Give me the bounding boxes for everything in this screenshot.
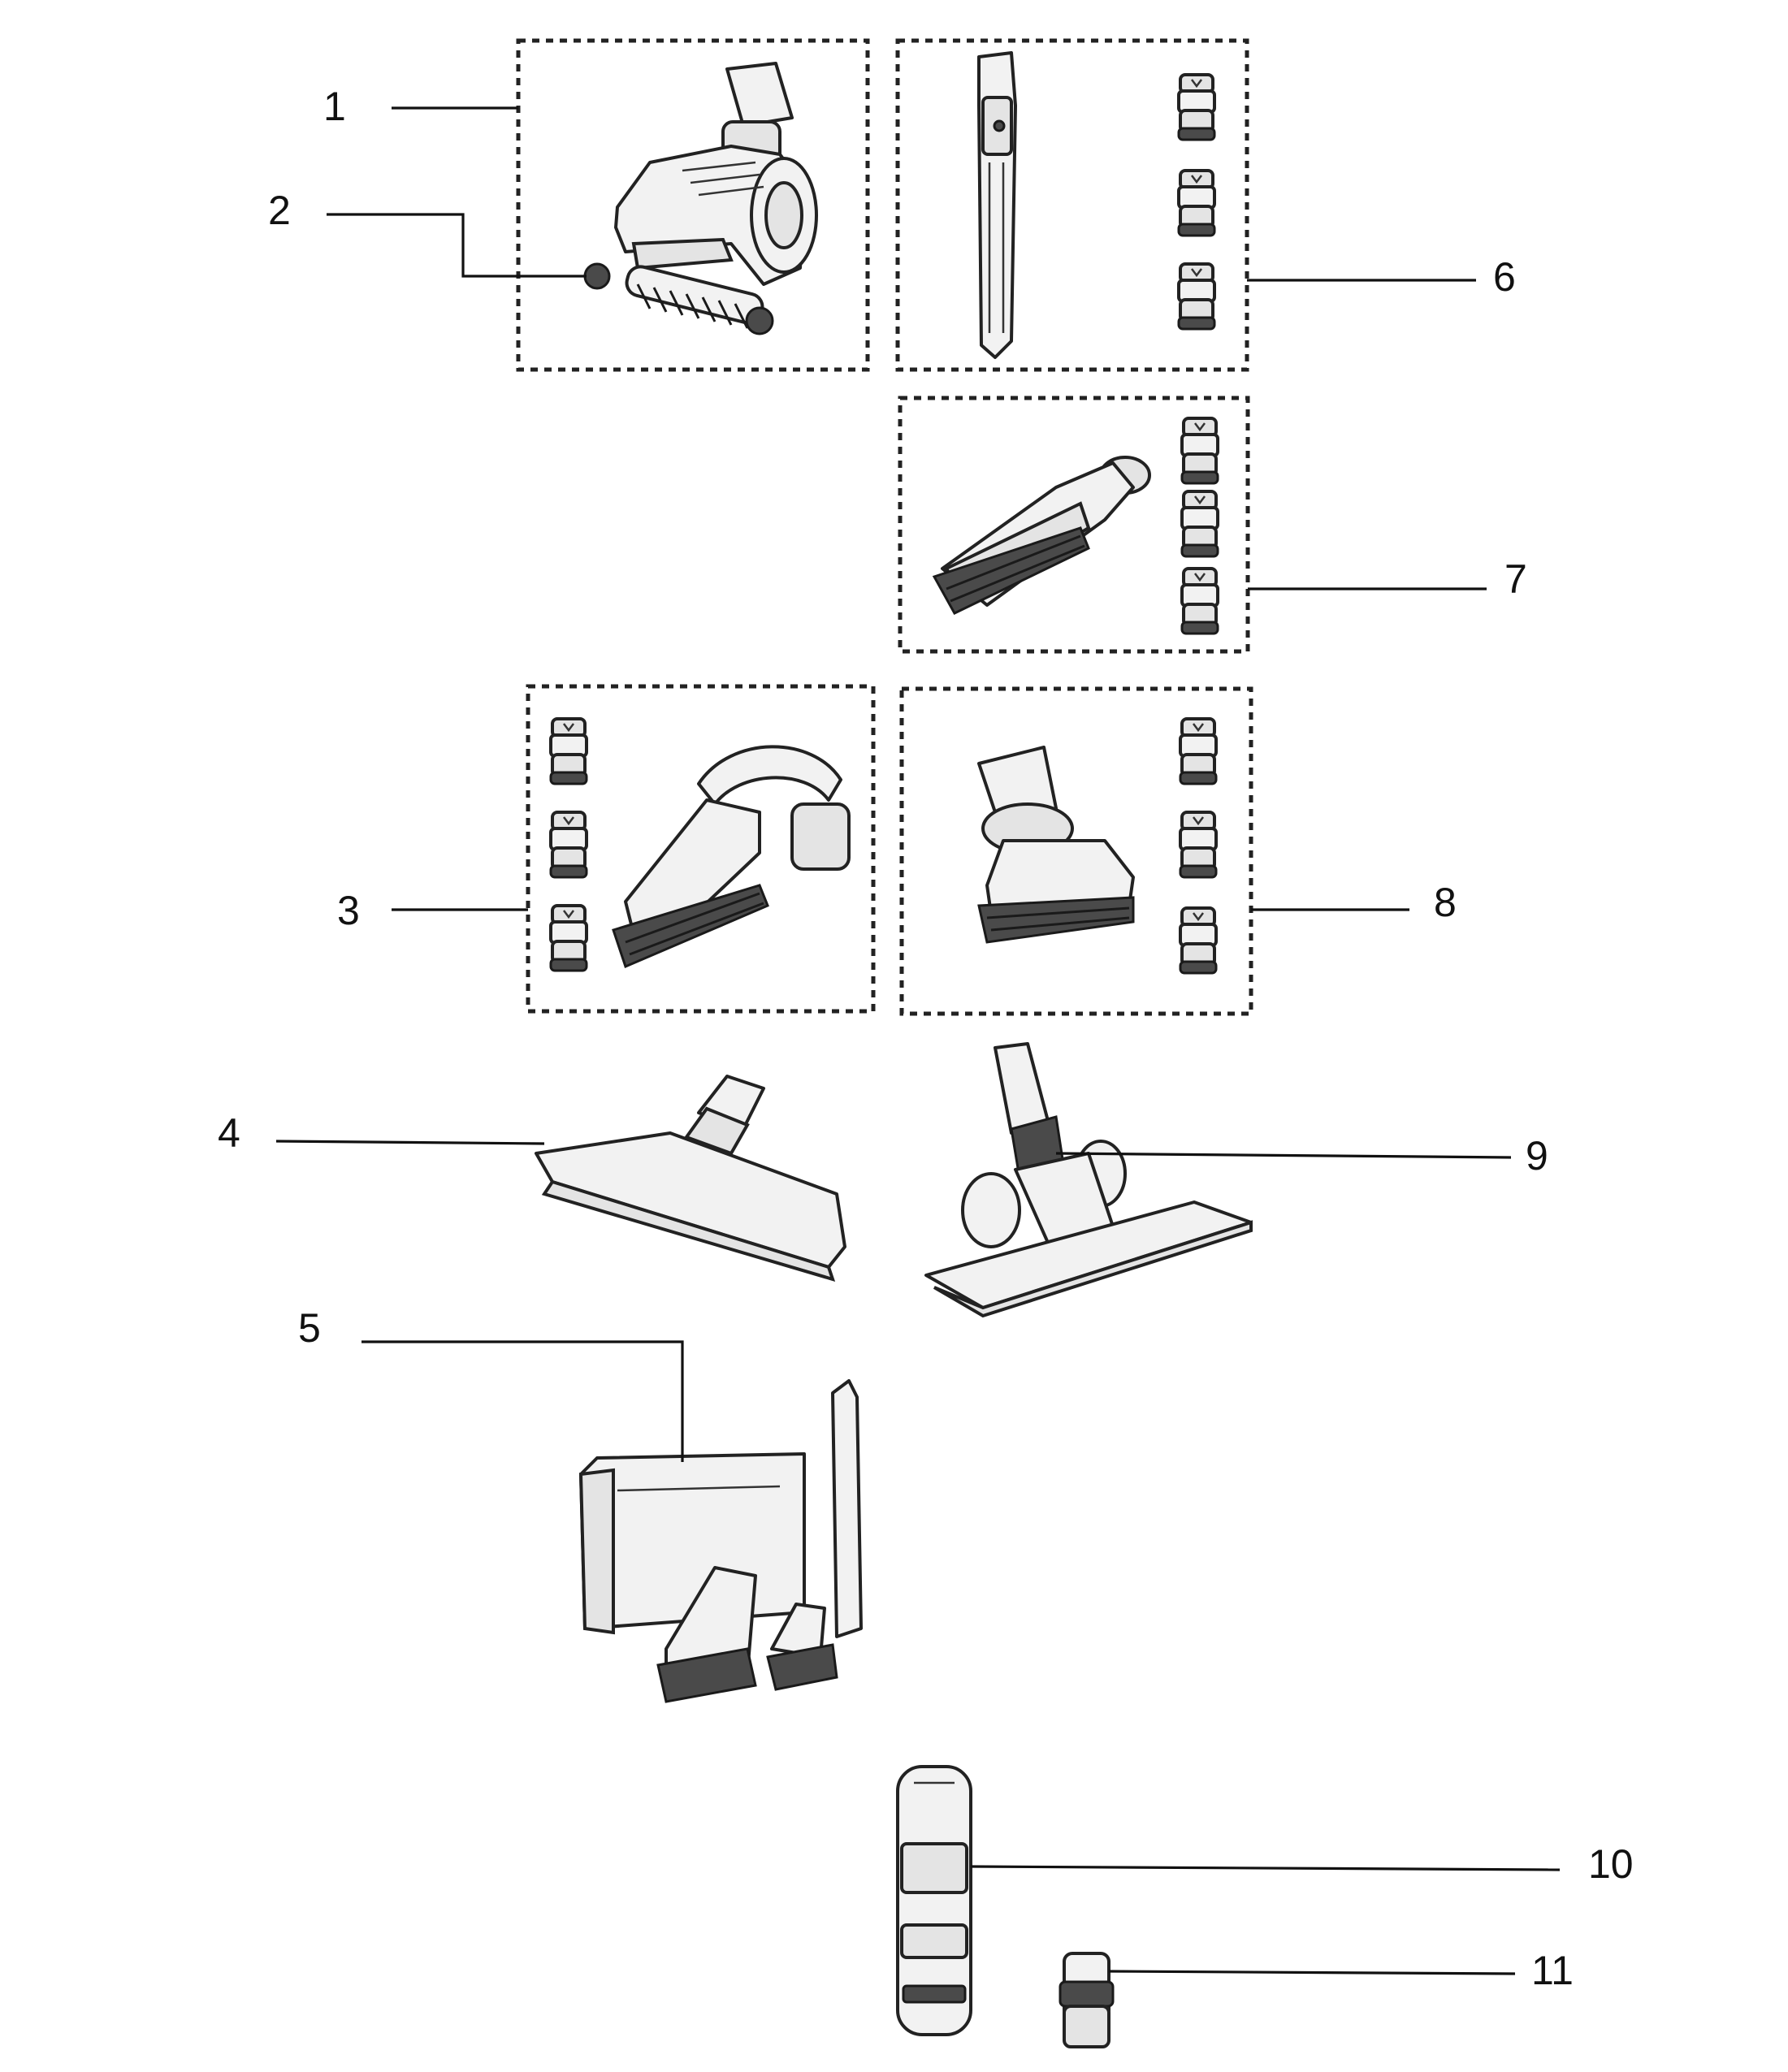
callout-2: 2 <box>268 188 291 233</box>
callout-11: 11 <box>1531 1948 1574 1993</box>
accessory-kit-illustration <box>578 1379 863 1703</box>
tool-adaptor-illustration <box>1059 1952 1115 2048</box>
adaptor-3c <box>549 904 588 972</box>
spray-can-illustration <box>896 1765 972 2036</box>
leader-line-5 <box>361 1340 684 1462</box>
leader-line-2 <box>327 213 587 278</box>
adaptor-3b <box>549 811 588 879</box>
adaptor-7b <box>1180 490 1219 558</box>
dusting-brush-illustration <box>977 746 1135 944</box>
adaptor-7a <box>1180 417 1219 485</box>
articulating-floor-tool-illustration <box>924 1042 1253 1318</box>
adaptor-7c <box>1180 567 1219 635</box>
callout-5: 5 <box>298 1305 321 1351</box>
adaptor-6c <box>1177 262 1216 331</box>
leader-line-9 <box>1055 1152 1512 1159</box>
group-box-7 <box>898 396 1250 654</box>
callout-7: 7 <box>1504 556 1527 602</box>
adaptor-8b <box>1179 811 1218 879</box>
turbine-head-illustration <box>614 62 818 286</box>
crevice-tool-illustration <box>977 51 1017 359</box>
callout-3: 3 <box>337 888 360 933</box>
adaptor-3a <box>549 717 588 785</box>
callout-4: 4 <box>218 1110 240 1156</box>
hard-floor-tool-illustration <box>535 1075 846 1283</box>
brush-bar-illustration <box>583 262 774 335</box>
adaptor-6b <box>1177 169 1216 237</box>
leader-line-10 <box>970 1865 1561 1871</box>
callout-1: 1 <box>323 84 346 129</box>
group-box-6 <box>895 38 1249 372</box>
stiff-brush-illustration <box>932 456 1151 615</box>
adaptor-8c <box>1179 906 1218 975</box>
adaptor-8a <box>1179 717 1218 785</box>
callout-9: 9 <box>1526 1133 1548 1179</box>
leader-line-11 <box>1108 1970 1516 1975</box>
leader-line-4 <box>275 1140 545 1145</box>
group-box-1 <box>516 38 870 372</box>
group-box-3 <box>526 684 876 1014</box>
callout-6: 6 <box>1493 254 1516 300</box>
group-box-8 <box>899 686 1253 1016</box>
flexible-brush-illustration <box>612 745 851 969</box>
callout-8: 8 <box>1434 880 1457 925</box>
callout-10: 10 <box>1588 1841 1634 1887</box>
adaptor-6a <box>1177 73 1216 141</box>
